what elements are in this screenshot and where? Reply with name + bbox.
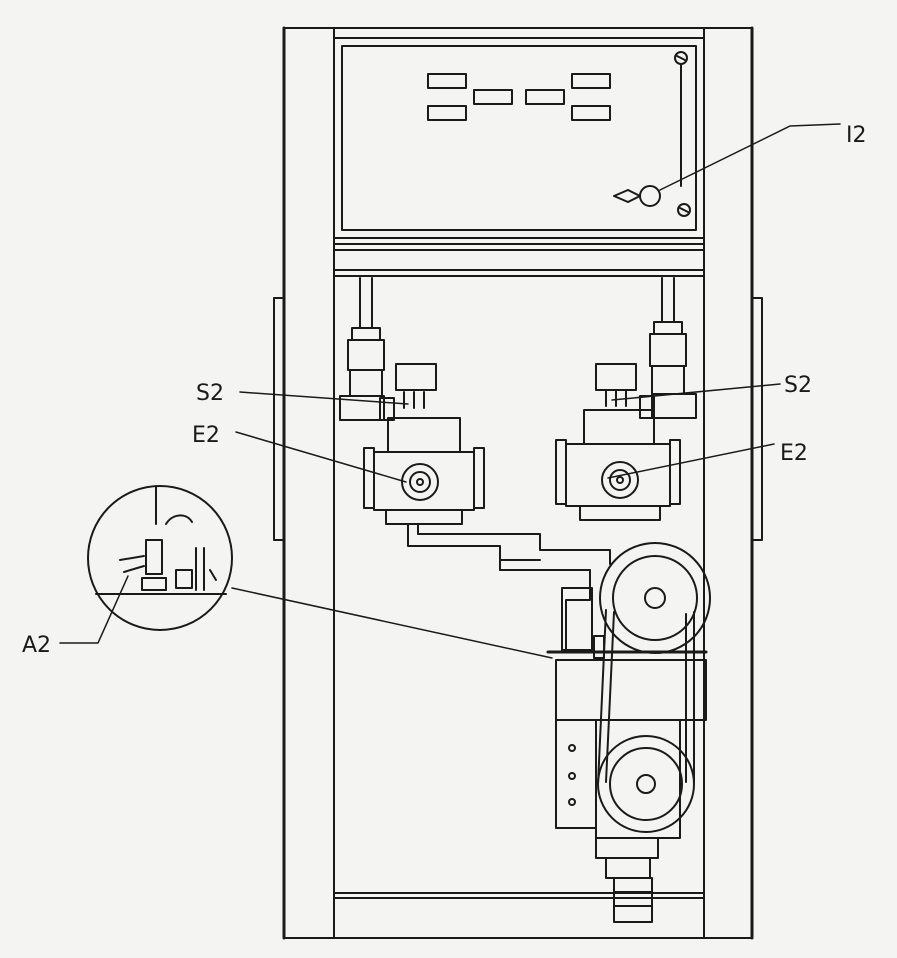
callout-s2-right: S2 xyxy=(784,373,812,398)
display-panel xyxy=(333,37,705,277)
detail-view-s4 xyxy=(87,485,233,631)
display-window xyxy=(525,89,565,105)
belt-drive xyxy=(597,542,711,833)
pump-body xyxy=(555,719,597,829)
callout-s2-left: S2 xyxy=(196,381,224,406)
right-valve-assembly xyxy=(555,277,697,521)
pump-assembly xyxy=(407,523,708,923)
callout-s3-right: E2 xyxy=(780,441,808,466)
leader-s2-right xyxy=(611,383,781,401)
cabinet-frame xyxy=(273,26,763,940)
display-window xyxy=(427,73,467,89)
solenoid-right xyxy=(595,363,637,391)
display-window xyxy=(571,105,611,121)
screw-icon xyxy=(677,203,691,217)
leader-s2-left xyxy=(239,391,409,405)
solenoid-left xyxy=(395,363,437,391)
drain-fitting xyxy=(613,877,653,923)
display-window xyxy=(427,105,467,121)
leader-s4 xyxy=(59,575,129,644)
leader-lines xyxy=(59,123,841,659)
callout-labels: I2 S2 S2 E2 E2 A2 xyxy=(22,123,867,658)
callout-s1: I2 xyxy=(846,123,867,148)
valve-s3-right xyxy=(601,461,639,499)
leader-s3-left xyxy=(235,431,407,483)
leader-detail xyxy=(231,587,553,659)
upper-pulley xyxy=(599,542,711,654)
left-valve-assembly xyxy=(339,277,485,525)
display-window xyxy=(571,73,611,89)
callout-s4: A2 xyxy=(22,633,51,658)
callout-s3-left: E2 xyxy=(192,423,220,448)
display-window xyxy=(473,89,513,105)
switch-s1 xyxy=(639,185,661,207)
valve-s3-left xyxy=(401,463,439,501)
leader-s1 xyxy=(659,123,841,191)
leader-s3-right xyxy=(607,443,775,479)
